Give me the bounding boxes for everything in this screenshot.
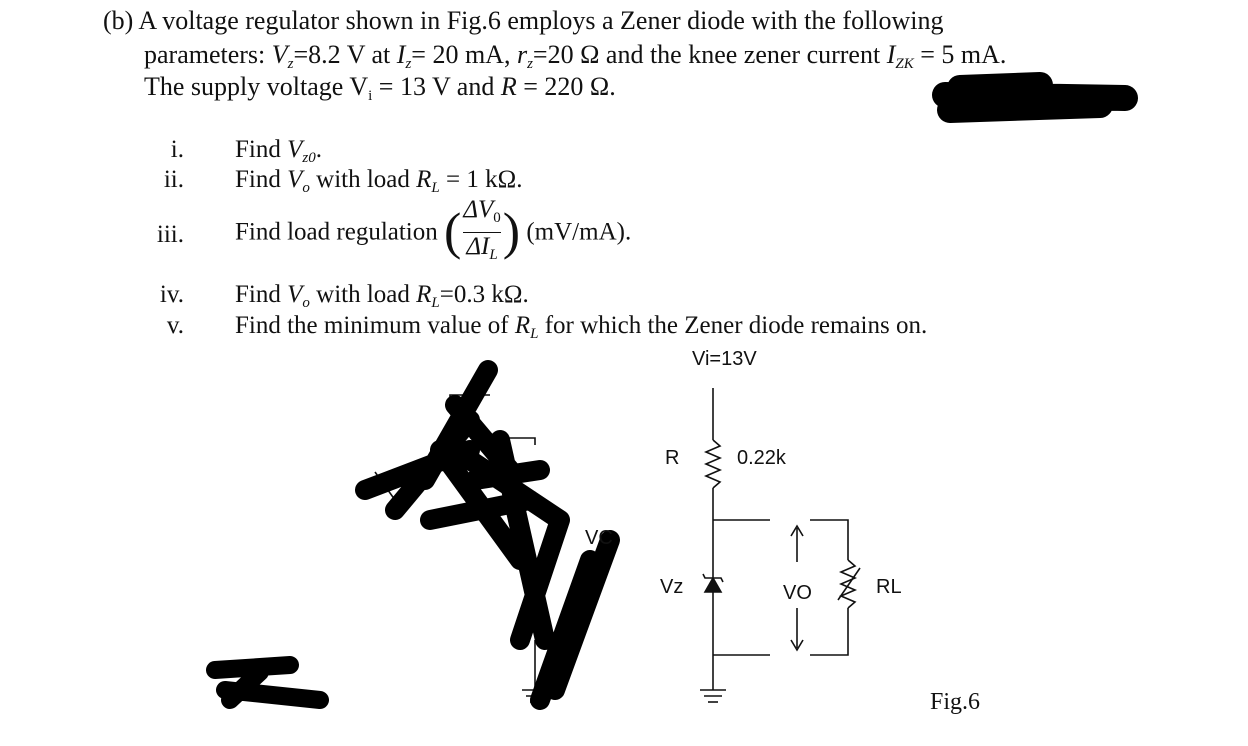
item-number: iv. [159,281,184,308]
item-number: ii. [163,166,184,193]
r-value-label: 0.22k [737,447,786,469]
item-text: Find Vo with load RL = 1 kΩ. [235,166,523,196]
question-line-1: (b) A voltage regulator shown in Fig.6 e… [103,6,944,35]
item-number: i. [170,136,184,163]
vz-label: Vz [660,576,684,598]
item-number: iii. [156,221,184,248]
partial-vo-label: VC [585,527,613,549]
zener-diode [703,576,723,593]
rl-label: RL [876,576,902,598]
item-text: Find the minimum value of RL for which t… [235,312,928,342]
question-line-2: parameters: Vz=8.2 V at Iz= 20 mA, rz=20… [144,40,1007,72]
item-text: Find Vz0. [235,136,322,166]
item-text: Find Vo with load RL=0.3 kΩ. [235,281,529,311]
figure-caption: Fig.6 [930,689,981,715]
resistor-r [703,439,723,489]
item-number: v. [166,312,184,339]
vo-label: VO [783,582,812,604]
r-label: R [665,447,680,469]
vi-label: Vi=13V [692,348,757,370]
redaction-scribble [206,72,1138,710]
resistor-rl [838,559,858,609]
question-line-3: The supply voltage Vi = 13 V and R = 220… [144,72,616,104]
